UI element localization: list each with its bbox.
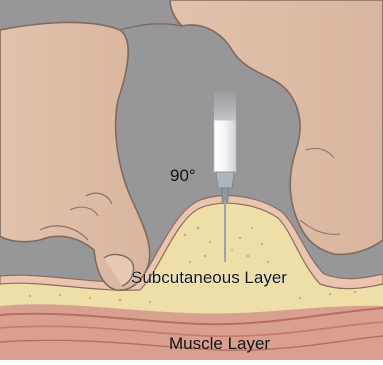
subcutaneous-label: Subcutaneous Layer: [131, 268, 287, 287]
muscle-label: Muscle Layer: [169, 334, 270, 353]
angle-label: 90°: [170, 166, 196, 185]
